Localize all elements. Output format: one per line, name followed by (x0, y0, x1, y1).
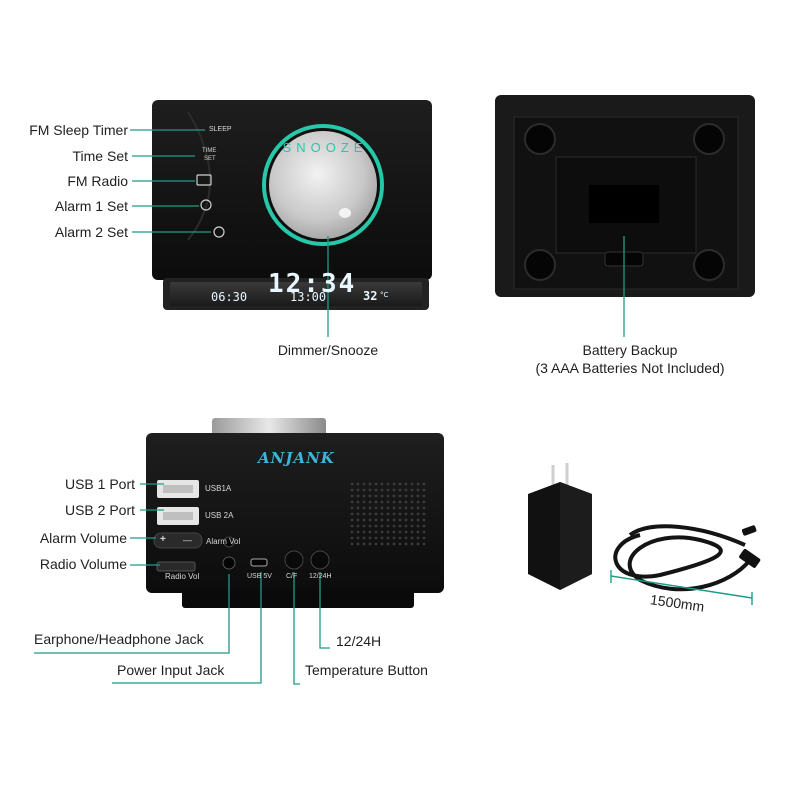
callout-usb-1-port: USB 1 Port (64, 476, 135, 492)
accessories (528, 463, 761, 605)
button-arc (187, 111, 211, 241)
callout-power-input-jack: Power Input Jack (117, 662, 225, 678)
jack-screw (223, 536, 235, 548)
radio-icon (196, 174, 212, 186)
back-foot (182, 590, 414, 608)
usb2a-label: USB 2A (205, 511, 234, 520)
back-body (146, 433, 444, 593)
usb5v-label: USB 5V (247, 573, 272, 580)
callout-alarm-2-set: Alarm 2 Set (54, 224, 128, 240)
front-callout-lines (130, 129, 329, 337)
sleep-button-label[interactable]: SLEEP (209, 126, 232, 133)
radio-vol-label: Radio Vol (165, 572, 200, 581)
lcd-alarm-2-time: 13:00 (290, 290, 327, 304)
lcd-alarm-1-time: 06:30 (211, 290, 248, 304)
callout-radio-volume: Radio Volume (39, 556, 127, 572)
alarm-volume-buttons[interactable] (153, 532, 203, 549)
lcd-main-time: 12:34 (268, 269, 357, 299)
callout-earphone-jack: Earphone/Headphone Jack (34, 631, 204, 647)
usb1a-label: USB1A (205, 484, 232, 493)
rubber-foot (524, 249, 556, 281)
callout-time-set: Time Set (72, 148, 129, 164)
lcd-temperature: 32 (363, 289, 378, 303)
12-24h-button[interactable] (310, 550, 330, 570)
front-view (130, 100, 432, 337)
callout-battery-backup: Battery Backup (582, 342, 678, 358)
callout-dimmer-snooze: Dimmer/Snooze (277, 342, 379, 358)
cf-label: C/F (286, 573, 298, 580)
time-button-label[interactable]: TIME (202, 148, 217, 154)
rubber-foot (693, 123, 725, 155)
callout-fm-radio: FM Radio (67, 173, 128, 189)
rubber-foot (693, 249, 725, 281)
lcd-screen (170, 282, 422, 306)
brand-logo: ANJANK (258, 449, 335, 467)
battery-label-recess (589, 185, 659, 223)
rubber-foot (524, 123, 556, 155)
callout-alarm-1-set: Alarm 1 Set (54, 198, 128, 214)
usb-plug (739, 548, 761, 568)
callout-12-24h: 12/24H (336, 633, 382, 649)
knob-highlight (339, 208, 351, 218)
alarm-1-icon (200, 199, 212, 211)
lcd-temp-unit: °C (380, 291, 389, 299)
back-view (34, 418, 444, 685)
12-24h-panel-label: 12/24H (309, 573, 332, 580)
cable-length-line (610, 575, 753, 599)
minus-label: — (183, 535, 192, 545)
power-input-jack[interactable] (250, 558, 268, 567)
temperature-button[interactable] (284, 550, 304, 570)
callout-fm-sleep-timer: FM Sleep Timer (29, 122, 128, 138)
set-button-label: SET (204, 156, 216, 162)
alarm-vol-label: Alarm Vol (206, 537, 241, 546)
usb-cable (613, 533, 752, 592)
speaker-grille (350, 482, 426, 546)
callout-usb-2-port: USB 2 Port (64, 502, 135, 518)
earphone-jack[interactable] (222, 556, 236, 570)
bottom-view (495, 95, 755, 337)
alarm-2-icon (213, 226, 225, 238)
micro-usb-plug (741, 525, 757, 536)
callout-battery-note: (3 AAA Batteries Not Included) (535, 360, 725, 376)
radio-volume-wheel[interactable] (156, 561, 196, 572)
back-callout-lines (34, 483, 330, 685)
callout-temperature-button: Temperature Button (305, 662, 428, 678)
knob-snooze-text: SNOOZE (282, 140, 368, 155)
callout-alarm-volume: Alarm Volume (39, 530, 127, 546)
plus-label: + (160, 534, 166, 545)
